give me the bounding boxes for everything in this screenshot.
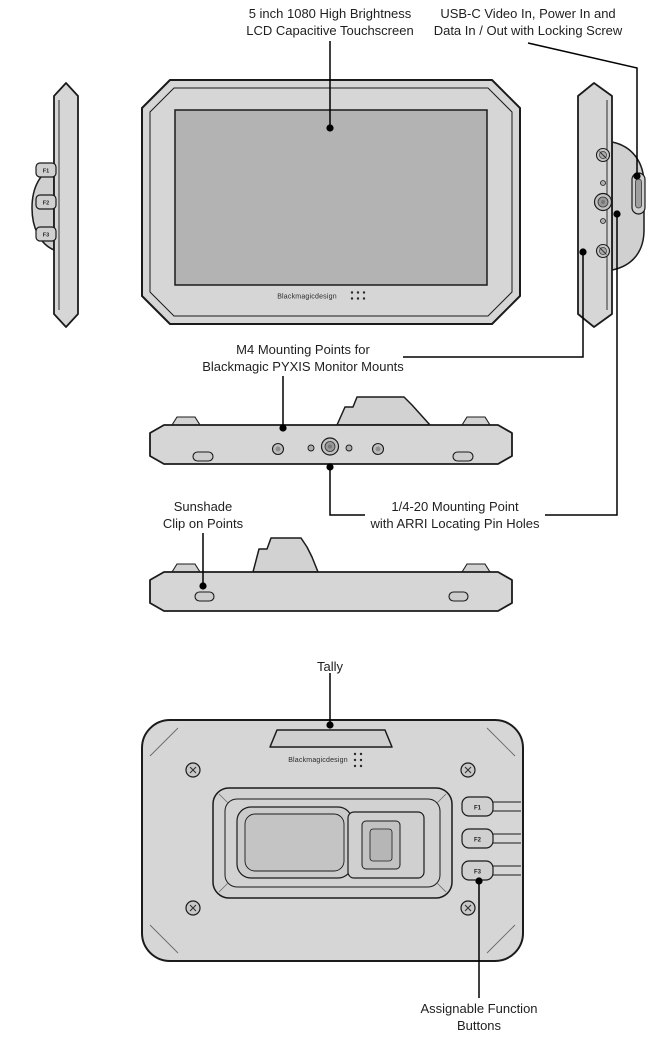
arri-pin-hole	[307, 444, 315, 452]
clip-bump-right	[461, 563, 491, 573]
quarter-20-mount	[320, 437, 340, 456]
mount-recess-inner	[244, 813, 345, 872]
sunshade-clip-slot	[452, 451, 474, 462]
label-tally: Tally	[317, 658, 343, 675]
label-line: with ARRI Locating Pin Holes	[370, 516, 540, 531]
sunshade-clip-slot	[448, 591, 469, 602]
locating-pin-hole	[600, 180, 606, 186]
side-slab	[53, 82, 79, 328]
bottom-edge-view	[149, 537, 513, 612]
label-quarter-20-mount: 1/4-20 Mounting Point with ARRI Locating…	[370, 498, 539, 532]
corner-screw	[185, 762, 201, 778]
right-side-view	[577, 82, 646, 328]
f2-button-side	[35, 194, 57, 210]
locating-pin-hole	[600, 218, 606, 224]
top-edge-view	[149, 396, 513, 465]
clip-bump-right	[461, 416, 491, 426]
label-line: Tally	[316, 659, 344, 674]
mount-plate	[212, 787, 453, 899]
label-line: Data In / Out with Locking Screw	[433, 23, 623, 38]
f1-button-rear	[461, 796, 494, 817]
label-line: Blackmagic PYXIS Monitor Mounts	[202, 359, 404, 374]
label-usbc: USB-C Video In, Power In and Data In / O…	[434, 5, 623, 39]
f2-button-rear-label: F2	[474, 838, 482, 844]
label-line: M4 Mounting Points for	[236, 342, 370, 357]
label-line: 1/4-20 Mounting Point	[391, 499, 519, 514]
corner-screw	[185, 900, 201, 916]
label-line: LCD Capacitive Touchscreen	[246, 23, 414, 38]
lcd-screen	[174, 109, 488, 286]
f3-button-side-label: F3	[43, 233, 49, 239]
sunshade-clip-slot	[194, 591, 215, 602]
label-line: USB-C Video In, Power In and	[440, 6, 616, 21]
f1-button-rear-label: F1	[474, 806, 482, 812]
logo-dots-rear	[353, 752, 363, 768]
locking-screw-top	[595, 147, 611, 163]
brand-text-front: Blackmagicdesign	[277, 294, 337, 301]
front-view: Blackmagicdesign	[141, 79, 521, 325]
edge-slab	[149, 571, 513, 612]
arri-pin-hole	[345, 444, 353, 452]
label-touchscreen: 5 inch 1080 High Brightness LCD Capaciti…	[246, 5, 413, 39]
f1-button-side-label: F1	[43, 169, 49, 175]
label-line: Assignable Function	[420, 1001, 538, 1016]
clip-bump-left	[171, 416, 201, 426]
lock-tab	[369, 828, 393, 862]
corner-chamfer-lines	[149, 727, 516, 954]
callout-quarter20-top-line	[329, 469, 365, 516]
label-line: Sunshade	[173, 499, 233, 514]
tally-light	[269, 729, 393, 748]
m4-hole	[371, 442, 385, 456]
corner-screw	[460, 900, 476, 916]
locking-screw-bottom	[595, 243, 611, 259]
mount-boss-bump	[336, 396, 431, 426]
f2-button-rear	[461, 828, 494, 849]
label-line: 5 inch 1080 High Brightness	[248, 6, 412, 21]
clip-bump-left	[171, 563, 201, 573]
brand-text-rear: Blackmagicdesign	[288, 757, 348, 764]
label-sunshade-clips: Sunshade Clip on Points	[163, 498, 243, 532]
usbc-port-inner	[635, 178, 642, 209]
corner-screw	[460, 762, 476, 778]
side-function-buttons: F1 F2 F3	[35, 162, 57, 242]
f1-button-side	[35, 162, 57, 178]
f3-button-rear-label: F3	[474, 870, 482, 876]
mount-boss-bump	[252, 537, 319, 573]
label-function-buttons: Assignable Function Buttons	[420, 1000, 537, 1034]
label-line: Buttons	[456, 1018, 502, 1033]
f3-button-side	[35, 226, 57, 242]
left-side-view: F1 F2 F3	[31, 82, 79, 328]
logo-dots-front	[350, 291, 366, 300]
label-line: Clip on Points	[162, 516, 244, 531]
m4-hole	[271, 442, 285, 456]
f2-button-side-label: F2	[43, 201, 49, 207]
label-m4-mounts: M4 Mounting Points for Blackmagic PYXIS …	[202, 341, 404, 375]
quarter-20-side-mount	[593, 192, 613, 212]
rear-view: Blackmagicdesign	[141, 719, 524, 962]
sunshade-clip-slot	[192, 451, 214, 462]
rear-function-buttons: F1 F2 F3	[461, 796, 521, 881]
